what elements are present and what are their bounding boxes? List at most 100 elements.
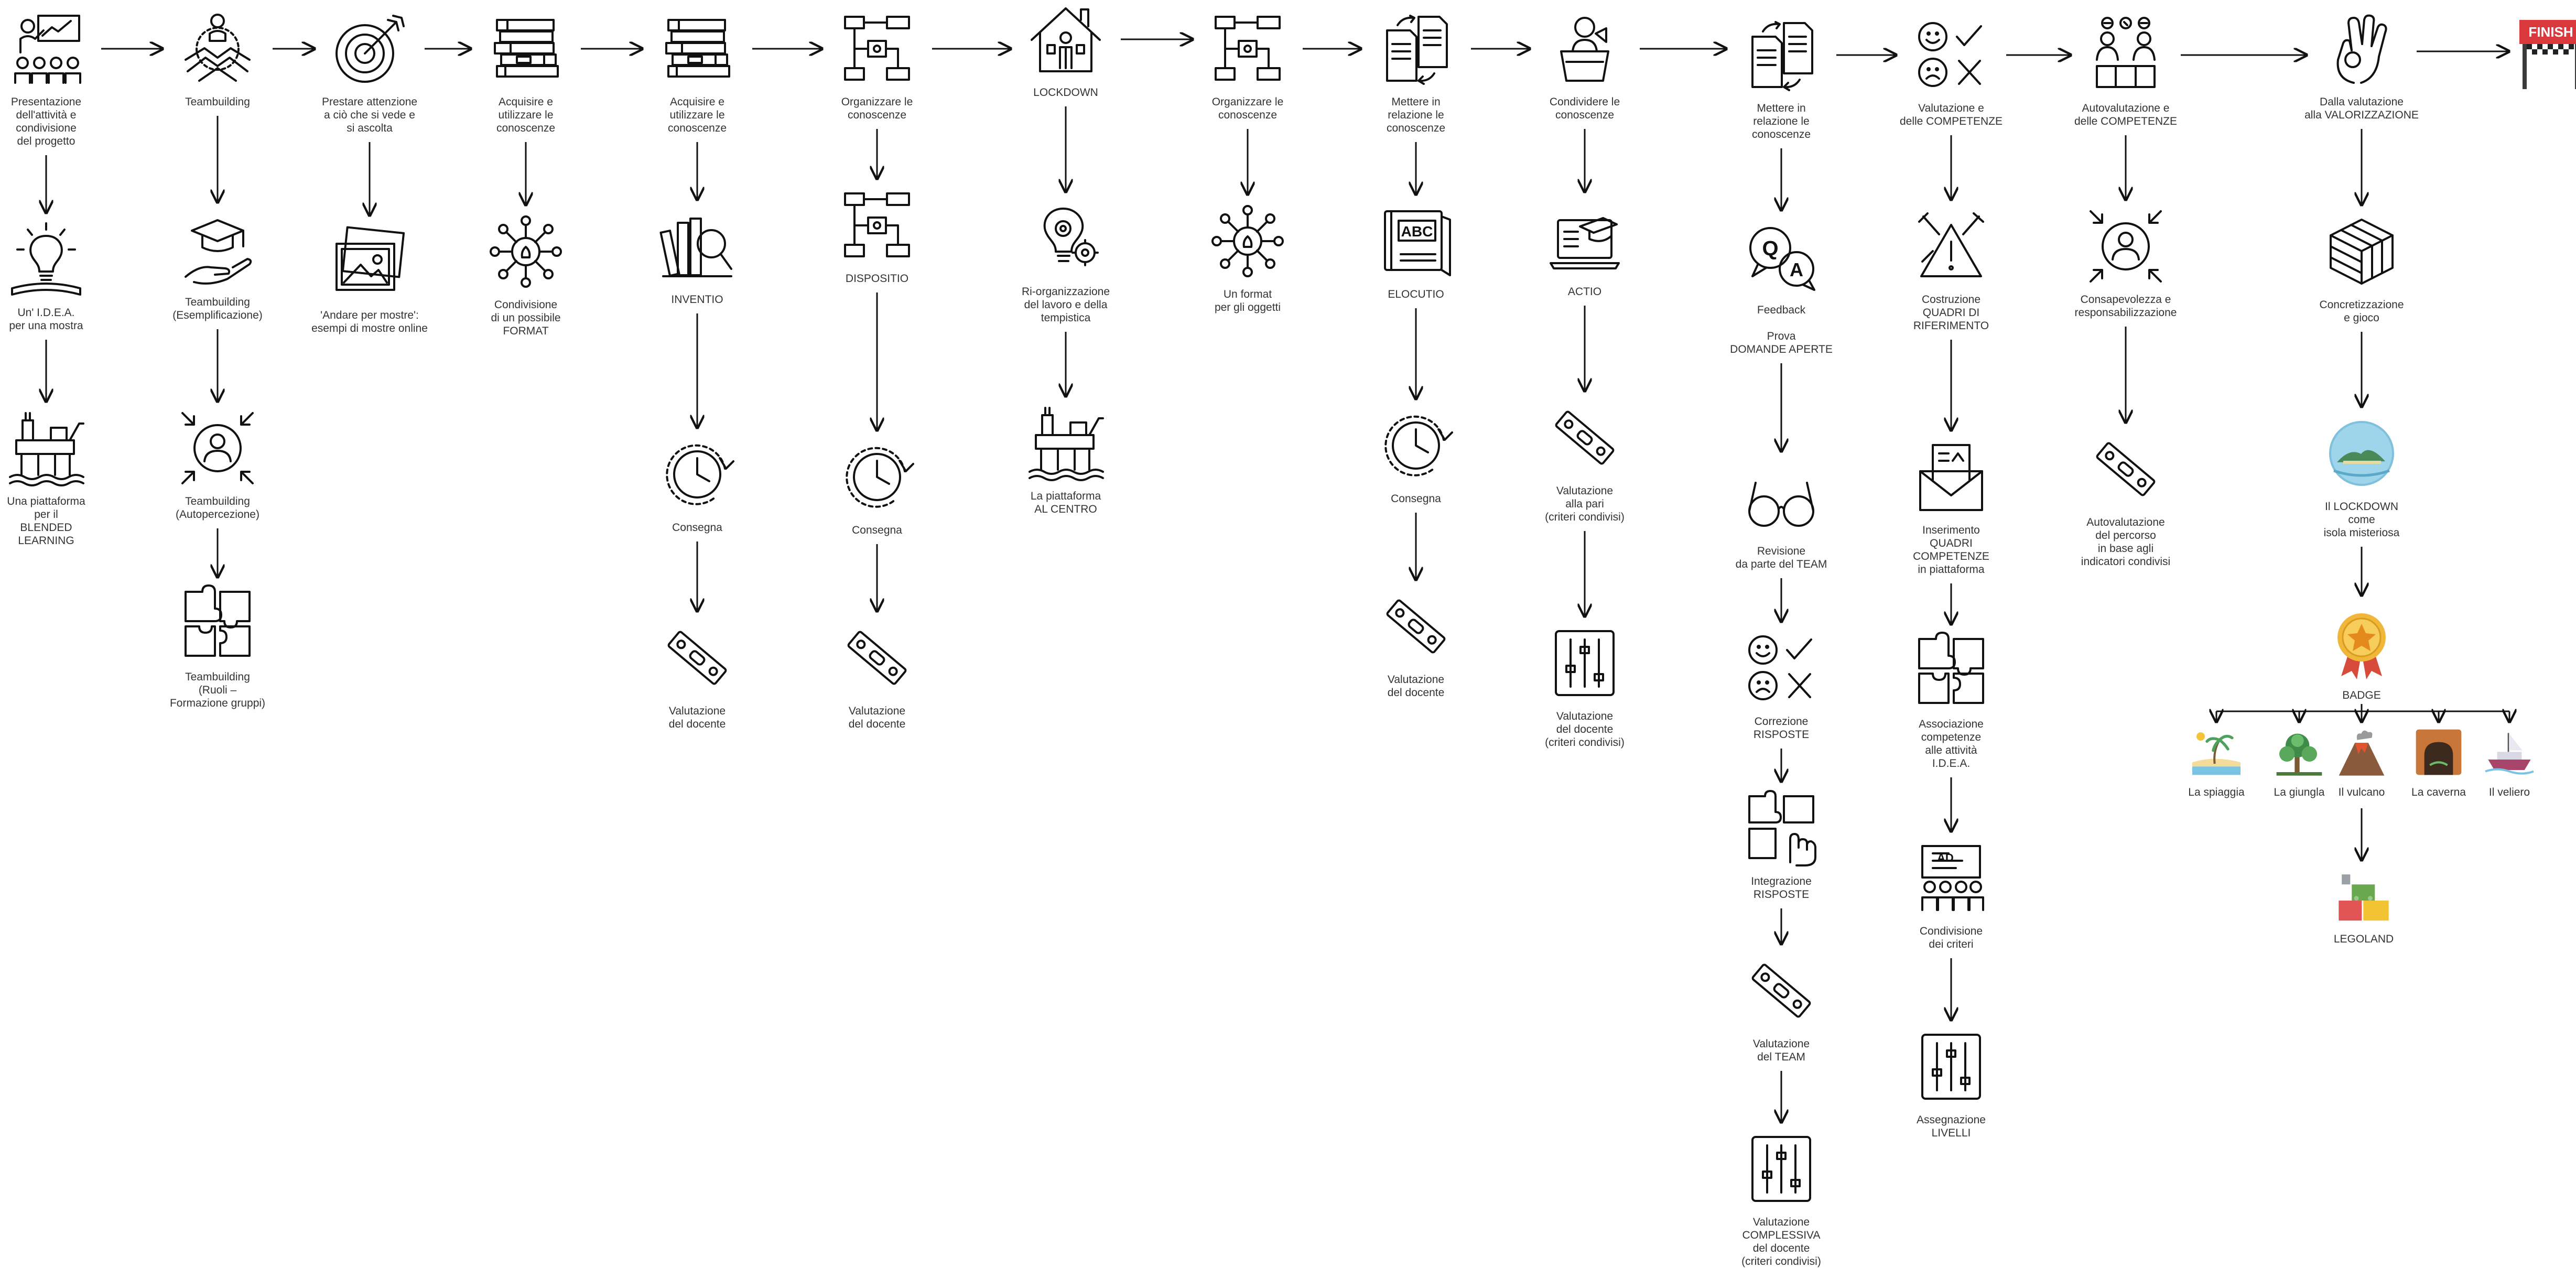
step-node-c2-r1: 'Andare per mostre': esempi di mostre on…	[291, 223, 448, 335]
svg-text:Q: Q	[1762, 237, 1778, 260]
step-label: Mettere in relazione le conoscenze	[1751, 102, 1811, 140]
step-label: Inserimento QUADRI COMPETENZE in piattaf…	[1913, 524, 1989, 576]
step-node-c12-r0: Autovalutazione e delle COMPETENZE	[2047, 16, 2204, 128]
step-node-c8-r2: Consegna	[1337, 406, 1495, 505]
pictures-icon	[330, 223, 409, 301]
level-icon	[1545, 398, 1624, 477]
glasses-icon	[1742, 459, 1821, 537]
step-label: La caverna	[2411, 786, 2466, 798]
envelope-icon	[1912, 438, 1990, 516]
step-label: Consegna	[1391, 493, 1441, 505]
step-label: Feedback Prova DOMANDE APERTE	[1730, 304, 1833, 355]
step-label: La giungla	[2274, 786, 2325, 798]
step-node-branch-3: La caverna	[2360, 726, 2517, 799]
step-node-c9-r2: Valutazione alla pari (criteri condivisi…	[1506, 398, 1663, 524]
step-label: Valutazione del TEAM	[1752, 1038, 1810, 1063]
step-node-c11-r2: Inserimento QUADRI COMPETENZE in piattaf…	[1873, 438, 2030, 576]
sliders-icon	[1912, 1027, 1990, 1106]
step-node-c11-r0: Valutazione e delle COMPETENZE	[1873, 16, 2030, 128]
step-label: LEGOLAND	[2333, 933, 2394, 945]
person-focus-icon	[2086, 207, 2165, 286]
step-label: Valutazione alla pari (criteri condivisi…	[1545, 485, 1625, 523]
book-magnifier-icon	[658, 207, 737, 286]
step-node-c10-r4: Integrazione RISPOSTE	[1703, 789, 1860, 901]
step-node-branch-0: La spiaggia	[2138, 726, 2295, 799]
step-node-c5-r0: Organizzare le conoscenze	[798, 9, 956, 122]
step-node-c4-r3: Valutazione del docente	[619, 619, 776, 731]
step-node-c12-r2: Autovalutazione del percorso in base agl…	[2047, 430, 2204, 568]
step-node-c7-r0: Organizzare le conoscenze	[1169, 9, 1326, 122]
step-node-c10-r0: Mettere in relazione le conoscenze	[1703, 16, 1860, 141]
svg-text:A: A	[1790, 259, 1803, 280]
svg-text:ABC: ABC	[1401, 223, 1433, 240]
laptop-cap-icon	[1545, 199, 1624, 278]
step-label: LOCKDOWN	[1033, 86, 1098, 99]
step-label: Costruzione QUADRI DI RIFERIMENTO	[1913, 294, 1989, 332]
lightbulb-book-icon	[7, 220, 85, 299]
sliders-icon	[1742, 1130, 1821, 1208]
step-node-c13-r3: BADGE	[2283, 603, 2440, 702]
step-label: Consapevolezza e responsabilizzazione	[2074, 294, 2177, 319]
step-label: Acquisire e utilizzare le conoscenze	[667, 96, 727, 134]
step-label: Associazione competenze alle attività I.…	[1919, 718, 1984, 770]
documents-icon	[1742, 16, 1821, 94]
bulb-network-icon	[486, 212, 565, 291]
finish-label: FINISH	[2528, 24, 2573, 40]
step-label: Un' I.D.E.A. per una mostra	[9, 307, 83, 332]
step-label: Presentazione dell'attività e condivisio…	[10, 96, 82, 147]
step-label: Il veliero	[2488, 786, 2530, 798]
step-label: Valutazione del docente	[848, 705, 906, 730]
person-focus-icon	[178, 409, 257, 487]
step-node-c11-r3: Associazione competenze alle attività I.…	[1873, 632, 2030, 770]
puzzle-icon	[178, 584, 257, 663]
step-label: Mettere in relazione le conoscenze	[1386, 96, 1446, 134]
smileys-check-icon	[1742, 629, 1821, 708]
bulb-network-icon	[1208, 202, 1287, 280]
step-node-c3-r1: Condivisione di un possibile FORMAT	[447, 212, 604, 338]
clock-icon	[658, 435, 737, 514]
step-node-c11-r1: Costruzione QUADRI DI RIFERIMENTO	[1873, 207, 2030, 332]
speaker-icon	[1545, 9, 1624, 88]
step-label: DISPOSITIO	[845, 273, 909, 285]
step-label: Correzione RISPOSTE	[1753, 716, 1810, 741]
clock-icon	[1377, 406, 1455, 485]
step-node-c4-r1: INVENTIO	[619, 207, 776, 306]
step-node-c6-r1: Ri-organizzazione del lavoro e della tem…	[987, 199, 1144, 324]
step-label: BADGE	[2342, 689, 2381, 701]
step-node-c4-r0: Acquisire e utilizzare le conoscenze	[619, 9, 776, 135]
puzzle-icon	[1912, 632, 1990, 710]
puzzle-hand-icon	[1742, 789, 1821, 868]
step-node-c1-r2: Teambuilding (Autopercezione)	[139, 409, 296, 521]
step-label: La spiaggia	[2188, 786, 2245, 798]
step-node-c5-r1: DISPOSITIO	[798, 186, 956, 285]
beach-icon	[2190, 726, 2243, 778]
step-label: Assegnazione LIVELLI	[1917, 1114, 1986, 1139]
lego-icon	[2335, 868, 2393, 925]
step-node-c5-r2: Consegna	[798, 438, 956, 537]
step-node-c12-r1: Consapevolezza e responsabilizzazione	[2047, 207, 2204, 319]
step-label: Organizzare le conoscenze	[1211, 96, 1284, 121]
presenter-icon	[7, 9, 85, 88]
step-label: Ri-organizzazione del lavoro e della tem…	[1021, 286, 1110, 324]
step-node-branch-4: Il veliero	[2431, 726, 2576, 799]
documents-icon	[1377, 9, 1455, 88]
step-node-c2-r0: Prestare attenzione a ciò che si vede e …	[291, 9, 448, 135]
step-label: Condividere le conoscenze	[1549, 96, 1620, 121]
step-label: Teambuilding (Ruoli – Formazione gruppi)	[169, 671, 266, 709]
volcano-icon	[2335, 726, 2388, 778]
warning-tools-icon	[1912, 207, 1990, 286]
target-icon	[330, 9, 409, 88]
step-label: Una piattaforma per il BLENDED LEARNING	[7, 495, 85, 547]
step-node-c10-r2: Revisione da parte del TEAM	[1703, 459, 1860, 571]
step-label: Integrazione RISPOSTE	[1751, 875, 1812, 901]
step-node-c13-r1: Concretizzazione e gioco	[2283, 212, 2440, 324]
level-icon	[838, 619, 916, 697]
step-label: Concretizzazione e gioco	[2319, 299, 2404, 324]
step-label: Prestare attenzione a ciò che si vede e …	[321, 96, 418, 134]
team-hands-icon	[178, 9, 257, 88]
graduation-hand-icon	[178, 210, 257, 288]
step-node-c10-r3: Correzione RISPOSTE	[1703, 629, 1860, 741]
ok-hand-icon	[2322, 9, 2401, 88]
step-label: Un format per gli oggetti	[1214, 288, 1281, 313]
